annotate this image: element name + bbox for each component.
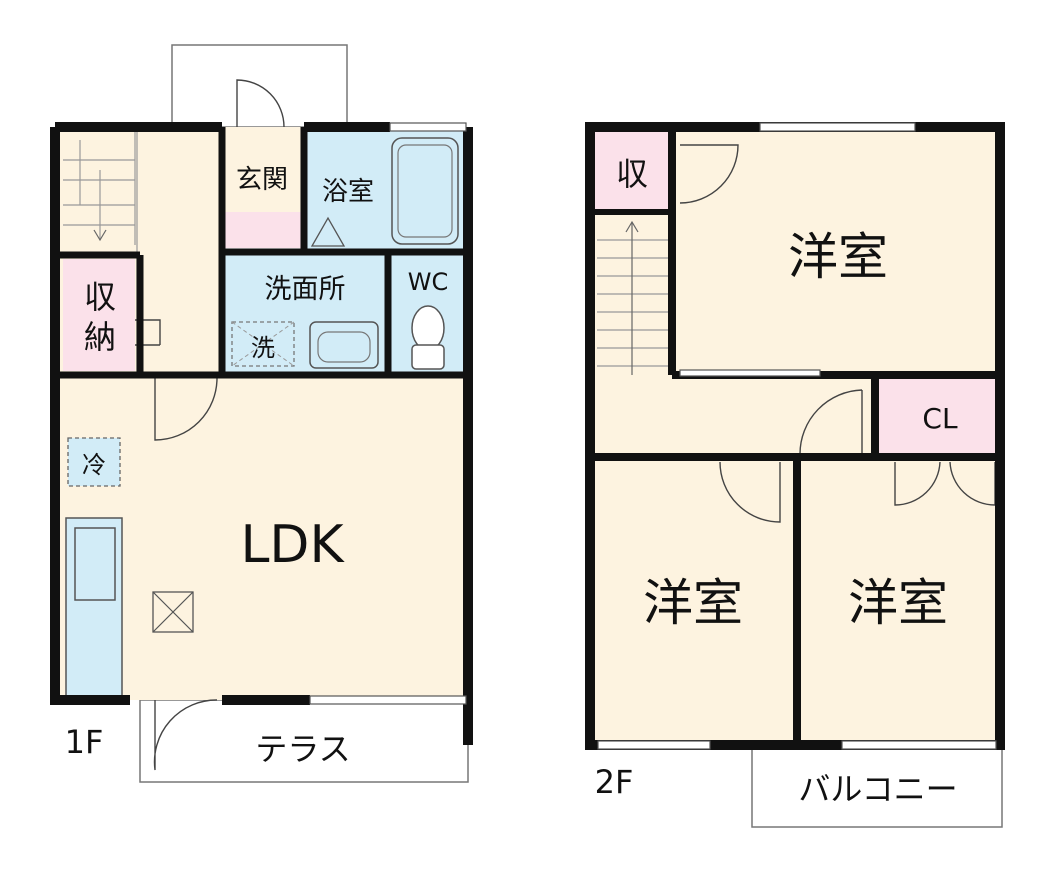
western-room-left-floor [590,457,795,745]
washer-label: 洗 [251,334,275,362]
floor-1f-label: 1F [65,723,104,761]
storage-2f-door [679,144,739,204]
closet-door [894,461,996,506]
bath-label: 浴室 [322,177,374,207]
stairs-2f [597,220,668,375]
entrance-floor [222,127,304,215]
first-floor-plan [50,44,473,783]
terrace-label: テラス [255,730,350,768]
second-floor-plan [585,122,1005,828]
storage-2f-label: 収 [616,155,648,193]
western-room-left-label: 洋室 [643,574,743,632]
bathtub [391,137,459,245]
ldk-door [154,377,218,441]
storage-floor [63,259,135,371]
wash-basin [309,321,379,369]
balcony-label: バルコニー [798,770,957,808]
western-room-top-label: 洋室 [788,228,888,286]
kitchen-sink [74,527,116,601]
labels: 玄関 浴室 収 納 洗面所 WC 洗 冷 LDK テラス 1F 収 洋室 CL … [65,155,958,808]
ldk-label: LDK [240,515,345,575]
terrace-door [153,699,218,771]
floor-2f-label: 2F [595,763,634,801]
left-room-door [719,461,781,523]
fridge-space [67,437,121,487]
storage-label-1: 収 [84,278,116,316]
closet-label: CL [922,402,958,435]
entrance-label: 玄関 [236,165,288,195]
fridge-label: 冷 [82,451,106,479]
hall-door [799,389,863,455]
storage-2f-floor [594,131,668,211]
stairs-1f [63,127,136,245]
entrance-step [222,212,304,248]
washer-space [231,321,295,367]
storage-label-2: 納 [84,318,116,356]
vent-icon [152,591,194,633]
washroom-label: 洗面所 [265,274,346,305]
bath-door-icon [310,216,346,247]
toilet [411,305,445,351]
wc-label: WC [408,268,449,296]
ldk-floor [55,378,468,700]
front-door [236,79,285,128]
closet-floor [878,378,998,454]
western-room-right-label: 洋室 [848,574,948,632]
